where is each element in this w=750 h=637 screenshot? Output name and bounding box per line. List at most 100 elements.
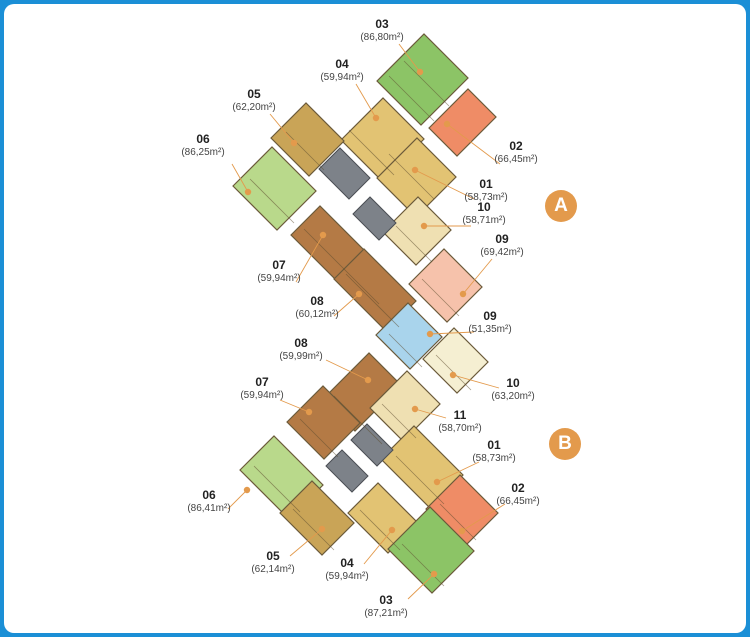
unit-label-b11: 11(58,70m²) [400, 408, 520, 434]
unit-label-b10: 10(63,20m²) [453, 376, 573, 402]
unit-a06 [232, 146, 317, 231]
unit-number: 04 [340, 556, 354, 570]
unit-area: (62,14m²) [251, 563, 295, 575]
leader-line [461, 503, 506, 532]
unit-number: 05 [266, 549, 280, 563]
interior-wall [345, 273, 400, 328]
unit-label-a07: 07(59,94m²) [219, 258, 339, 284]
core-b-2 [325, 449, 369, 493]
unit-label-a08: 08(60,12m²) [257, 294, 377, 320]
leader-line [333, 293, 360, 317]
unit-label-b05: 05(62,14m²) [213, 549, 333, 575]
unit-area: (59,94m²) [257, 272, 301, 284]
unit-marker-dot [411, 166, 419, 174]
interior-wall [388, 75, 435, 122]
unit-label-b01: 01(58,73m²) [434, 438, 554, 464]
unit-b09 [375, 302, 443, 370]
unit-area: (66,45m²) [496, 495, 540, 507]
core-a-2 [352, 196, 397, 241]
unit-area: (59,94m²) [325, 570, 369, 582]
unit-label-b04: 04(59,94m²) [287, 556, 407, 582]
unit-b07 [286, 385, 361, 460]
unit-area: (63,20m²) [491, 390, 535, 402]
unit-area: (60,12m²) [295, 308, 339, 320]
unit-label-a09: 09(69,42m²) [442, 232, 562, 258]
unit-label-a04: 04(59,94m²) [282, 57, 402, 83]
unit-marker-dot [443, 120, 451, 128]
unit-marker-dot [433, 478, 441, 486]
unit-a08 [333, 248, 417, 332]
unit-number: 09 [495, 232, 509, 246]
interior-wall [439, 503, 477, 541]
core-b-1 [350, 423, 394, 467]
interior-wall [359, 509, 401, 551]
unit-marker-dot [372, 114, 380, 122]
unit-marker-dot [305, 408, 313, 416]
unit-marker-dot [319, 231, 327, 239]
unit-label-a06: 06(86,25m²) [143, 132, 263, 158]
interior-wall [348, 129, 395, 176]
unit-number: 06 [202, 488, 216, 502]
unit-number: 08 [310, 294, 324, 308]
unit-marker-dot [388, 526, 396, 534]
unit-number: 02 [511, 481, 525, 495]
interior-wall [388, 333, 423, 368]
leader-line [279, 399, 310, 413]
unit-number: 07 [272, 258, 286, 272]
unit-marker-dot [364, 376, 372, 384]
interior-wall [381, 403, 417, 439]
unit-label-a03: 03(86,80m²) [322, 17, 442, 43]
unit-area: (86,80m²) [360, 31, 404, 43]
unit-area: (58,73m²) [472, 452, 516, 464]
leader-line [452, 374, 500, 389]
unit-area: (59,99m²) [279, 350, 323, 362]
unit-label-a10: 10(58,71m²) [424, 200, 544, 226]
unit-area: (59,94m²) [240, 389, 284, 401]
leader-line [429, 331, 475, 335]
leader-line [398, 43, 421, 73]
interior-wall [249, 178, 295, 224]
unit-marker-dot [243, 486, 251, 494]
floor-plan-frame: A B 03(86,80m²) 04(59,94m²) 05(62,20m²) … [4, 4, 746, 633]
unit-marker-dot [411, 405, 419, 413]
interior-wall [253, 465, 301, 513]
unit-b10 [422, 327, 489, 394]
unit-marker-dot [458, 527, 466, 535]
unit-area: (66,45m²) [494, 153, 538, 165]
interior-wall [403, 60, 450, 107]
unit-a10 [382, 196, 452, 266]
unit-marker-dot [420, 222, 428, 230]
interior-wall [401, 543, 445, 587]
leader-line [414, 408, 447, 419]
interior-wall [333, 395, 383, 445]
unit-marker-dot [290, 139, 298, 147]
unit-number: 08 [294, 336, 308, 350]
leader-line [462, 258, 493, 295]
unit-label-a05: 05(62,20m²) [194, 87, 314, 113]
leader-line [436, 461, 480, 483]
leader-line [414, 169, 475, 200]
unit-number: 01 [487, 438, 501, 452]
unit-number: 09 [483, 309, 497, 323]
unit-area: (58,73m²) [464, 191, 508, 203]
floor-plan-drawing [227, 33, 506, 600]
interior-wall [299, 418, 339, 458]
interior-wall [303, 228, 380, 305]
unit-area: (86,41m²) [187, 502, 231, 514]
unit-b11 [369, 370, 441, 442]
interior-wall [388, 153, 435, 200]
unit-a09 [408, 248, 483, 323]
interior-wall [421, 278, 460, 317]
unit-number: 07 [255, 375, 269, 389]
unit-label-a02: 02(66,45m²) [456, 139, 576, 165]
leader-line [407, 573, 435, 600]
leader-line [231, 163, 249, 193]
unit-number: 10 [477, 200, 491, 214]
unit-number: 11 [453, 408, 467, 422]
unit-number: 05 [247, 87, 261, 101]
unit-area: (58,71m²) [462, 214, 506, 226]
interior-wall [285, 131, 325, 171]
unit-label-b06: 06(86,41m²) [149, 488, 269, 514]
interior-wall [395, 225, 433, 263]
unit-number: 02 [509, 139, 523, 153]
